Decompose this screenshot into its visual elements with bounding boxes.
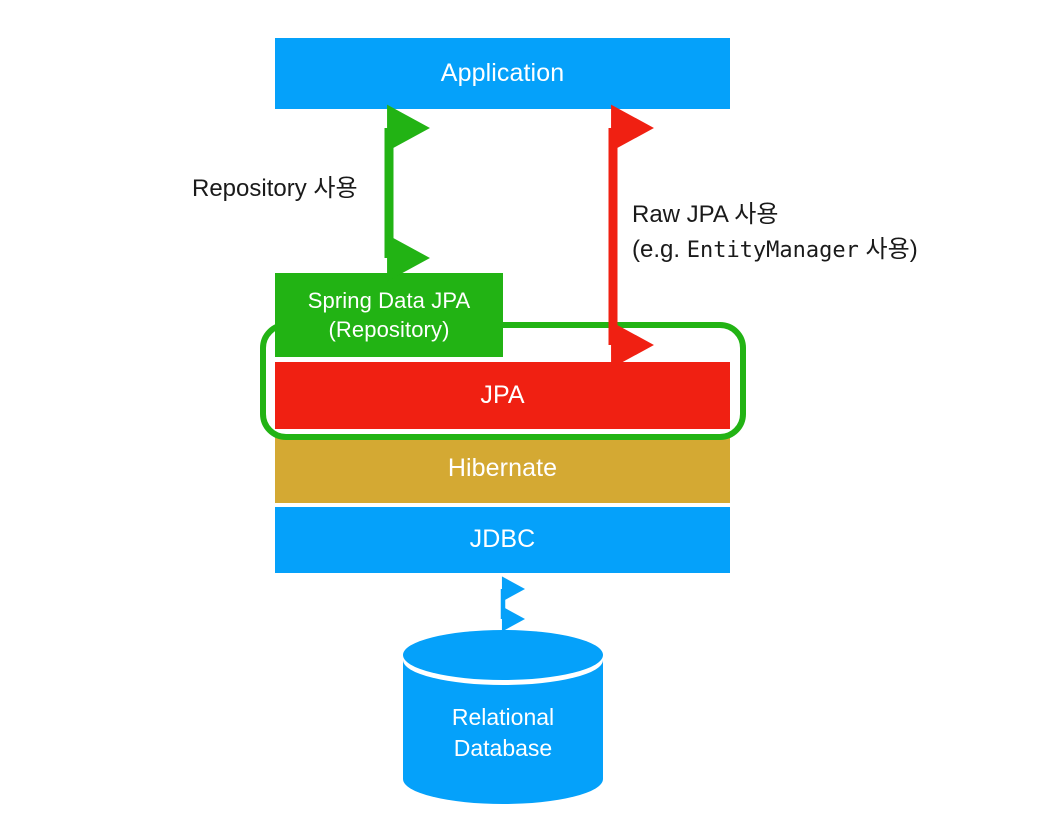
box-application[interactable]: Application xyxy=(275,38,730,109)
relational-database-cylinder xyxy=(403,630,603,804)
box-spring-data-jpa-line1: Spring Data JPA xyxy=(307,287,471,313)
annotation-raw-jpa-code: EntityManager xyxy=(686,237,859,263)
annotation-repository-usage: Repository 사용 xyxy=(192,175,358,202)
annotation-raw-jpa-line1: Raw JPA 사용 xyxy=(632,201,779,228)
annotation-raw-jpa-suffix: 사용) xyxy=(858,235,918,263)
box-jpa[interactable]: JPA xyxy=(275,362,730,429)
box-jdbc[interactable]: JDBC xyxy=(275,507,730,573)
jpa-abstraction-group-outline xyxy=(260,322,746,440)
box-spring-data-jpa-line2: (Repository) xyxy=(328,317,450,342)
annotation-raw-jpa-usage: Raw JPA 사용 (e.g. EntityManager 사용) xyxy=(632,198,918,268)
box-spring-data-jpa[interactable]: Spring Data JPA (Repository) xyxy=(275,273,503,357)
box-hibernate[interactable]: Hibernate xyxy=(275,434,730,503)
annotation-raw-jpa-line2: (e.g. EntityManager 사용) xyxy=(632,233,918,268)
